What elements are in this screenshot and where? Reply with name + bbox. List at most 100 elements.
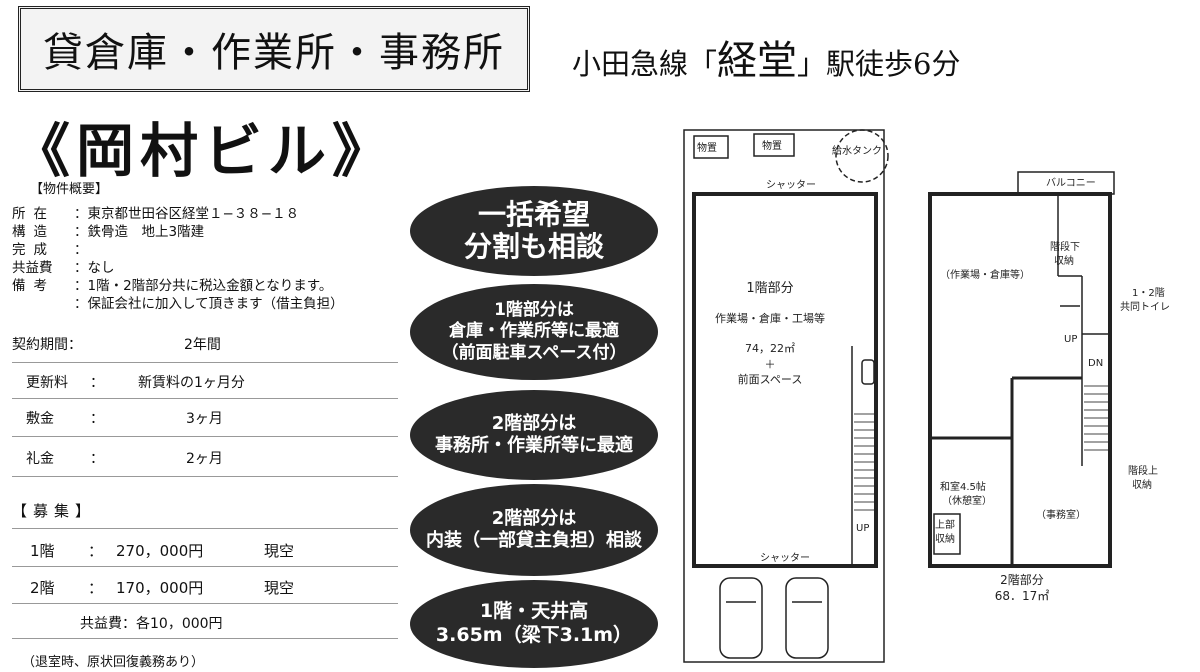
bubble-floor2-interior: 2階部分は 内装（一部貸主負担）相談 (410, 484, 658, 576)
summary-value: ：保証会社に加入して頂きます（借主負担） (74, 296, 344, 312)
closet (933, 513, 961, 555)
bubble-line: 内装（一部貸主負担）相談 (426, 530, 642, 551)
sink (861, 359, 875, 385)
summary-label: 備考 (12, 278, 55, 294)
floor1-up-label: UP (856, 523, 869, 534)
bubble-ceiling-height: 1階・天井高 3.65m（梁下3.1m） (410, 580, 658, 668)
stair-under-label: 階段下 (1050, 240, 1080, 253)
divider (12, 362, 398, 363)
shutter-bottom-label: シャッター (760, 552, 810, 564)
recruit-note: （退室時、原状回復義務あり） (22, 655, 205, 670)
station-access: 小田急線「経堂」駅徒歩6分 (572, 28, 960, 86)
bubble-line: 2階部分は (491, 507, 577, 529)
bubble-line: 1階部分は (494, 300, 574, 321)
floor1-plus: ＋ (765, 358, 776, 371)
stair-top-label-2: 収納 (1132, 478, 1152, 491)
toilet-label: 1・2階 (1132, 287, 1165, 299)
divider (12, 398, 398, 399)
summary-label: 所在 (12, 206, 55, 222)
summary-row-structure: 構造 ：鉄骨造 地上3階建 (12, 220, 204, 240)
stair-under-label-2: 収納 (1054, 254, 1074, 267)
recruit-colon: ： (88, 542, 104, 560)
bubble-line: 2階部分は (491, 412, 577, 434)
bubble-line: 3.65m（梁下3.1m） (435, 624, 633, 646)
storage-label-1: 物置 (697, 141, 717, 154)
floor1-use: 作業場・倉庫・工場等 (715, 311, 825, 325)
recruit-heading: 【募集】 (12, 502, 97, 520)
summary-value: ：なし (74, 260, 115, 276)
divider (12, 638, 398, 639)
floor2-stairs (1084, 385, 1108, 451)
summary-label: 完成 (12, 242, 55, 258)
recruit-status: 現空 (264, 542, 295, 560)
summary-value: ：鉄骨造 地上3階建 (74, 224, 205, 240)
term-colon: ： (90, 451, 104, 467)
floor2-wall (928, 192, 1112, 568)
bubble-line: 事務所・作業所等に最適 (435, 435, 633, 456)
summary-label: 共益費 (12, 260, 53, 276)
term-label: 更新料 (26, 375, 68, 391)
stair-top-label: 階段上 (1128, 464, 1158, 477)
bubble-line: （前面駐車スペース付） (441, 342, 627, 363)
divider (12, 603, 398, 604)
summary-label: 構造 (12, 224, 55, 240)
term-value: 新賃料の1ヶ月分 (138, 375, 245, 391)
toilet-label-2: 共同トイレ (1120, 301, 1170, 313)
recruit-colon: ： (88, 579, 104, 597)
car-2 (785, 577, 829, 659)
listing-title: 貸倉庫・作業所・事務所 (18, 6, 530, 92)
summary-row-notes: 備考 ：1階・2階部分共に税込金額となります。 (12, 274, 332, 294)
recruit-status: 現空 (264, 579, 295, 597)
floor1-site-outline (683, 129, 885, 663)
station-name: 経堂 (717, 38, 798, 84)
summary-heading: 【物件概要】 (30, 182, 109, 197)
bubble-line: 分割も相談 (463, 230, 604, 263)
balcony-label: バルコニー (1046, 177, 1096, 189)
bubble-line: 一括希望 (477, 197, 590, 231)
summary-row-guarantor: ：保証会社に加入して頂きます（借主負担） (12, 292, 344, 312)
washitsu-label: 和室4.5帖 (940, 480, 986, 493)
floor1-front-space: 前面スペース (738, 372, 803, 386)
floor1-stairs (854, 413, 874, 511)
water-tank-circle (835, 129, 889, 183)
term-value: 3ヶ月 (186, 411, 223, 427)
washitsu-label-2: （休憩室） (942, 494, 992, 507)
summary-value: ： (74, 242, 88, 258)
term-label: 敷金 (26, 411, 54, 427)
term-colon: ： (90, 375, 104, 391)
bubble-line: 1階・天井高 (479, 600, 589, 623)
floor1-plan: 物置 物置 給水タンク シャッター シャッター UP 1階部分 作業場・倉庫・工… (683, 129, 889, 663)
recruit-price: 170，000円 (116, 579, 204, 597)
floor2-up-label: UP (1064, 334, 1077, 345)
workshop-label: （作業場・倉庫等） (940, 268, 1030, 281)
summary-row-common-fee: 共益費 ：なし (12, 256, 115, 276)
floor1-area: 74，22㎡ (745, 342, 795, 355)
closet-label: 上部 (935, 518, 955, 531)
storage-box-2 (753, 133, 795, 157)
floor2-dn-label: DN (1088, 358, 1103, 369)
car-1 (719, 577, 763, 659)
term-colon: ： (90, 411, 104, 427)
divider (12, 528, 398, 529)
office-label: （事務室） (1036, 508, 1086, 521)
summary-row-completion: 完成 ： (12, 238, 88, 258)
floor2-plan: バルコニー 階段下 収納 （作業場・倉庫等） 1・2階 共同トイレ UP DN … (928, 171, 1170, 603)
term-value: 2年間 (184, 337, 221, 353)
storage-label-2: 物置 (762, 139, 782, 152)
bubble-bulk-lease: 一括希望 分割も相談 (410, 186, 658, 276)
bubble-line: 倉庫・作業所等に最適 (449, 321, 619, 342)
closet-label-2: 収納 (935, 532, 955, 545)
floor1-title: 1階部分 (746, 281, 793, 296)
recruit-floor: 2階 (30, 579, 55, 597)
summary-value: ：東京都世田谷区経堂１−３８−１８ (74, 206, 300, 222)
floor2-title: 2階部分 (1000, 572, 1044, 587)
station-suffix: 」駅徒歩6分 (797, 47, 961, 81)
station-prefix: 小田急線「 (572, 47, 718, 81)
recruit-common-fee: 共益費：各10，000円 (80, 616, 223, 632)
building-name: 《岡村ビル》 (12, 117, 397, 185)
recruit-price: 270，000円 (116, 542, 204, 560)
bubble-floor1-use: 1階部分は 倉庫・作業所等に最適 （前面駐車スペース付） (410, 284, 658, 380)
summary-value: ：1階・2階部分共に税込金額となります。 (74, 278, 333, 294)
divider (12, 476, 398, 477)
divider (12, 566, 398, 567)
